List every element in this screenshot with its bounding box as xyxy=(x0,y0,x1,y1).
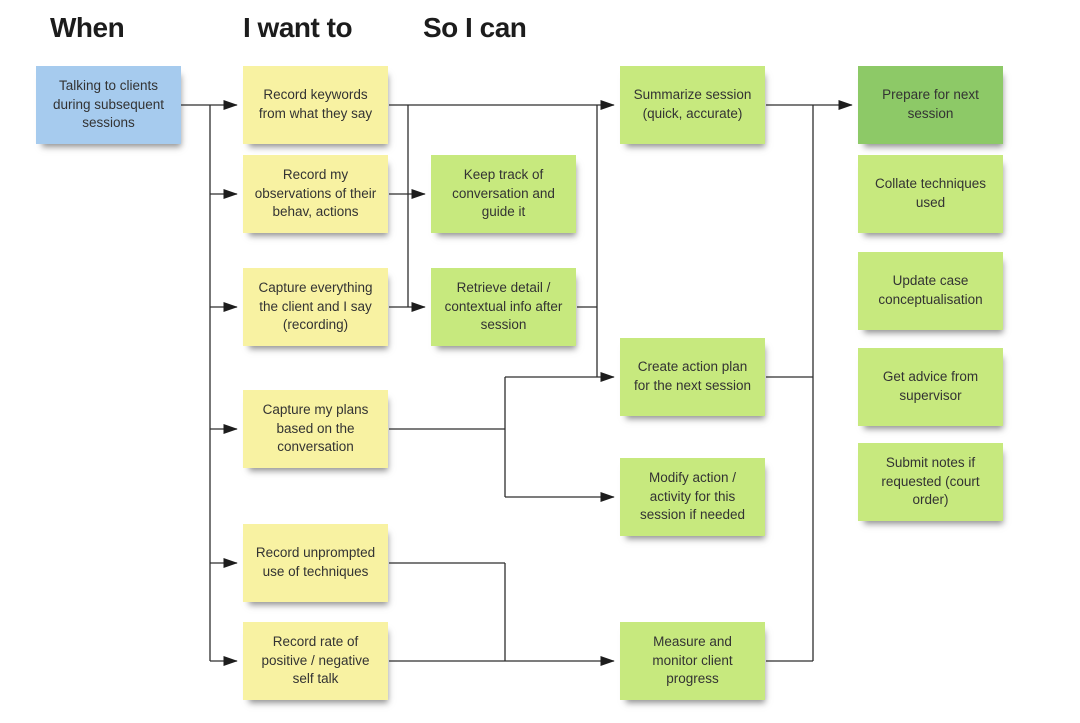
note-record-unprompted: Record unprompted use of techniques xyxy=(243,524,388,602)
column-header-i-want-to: I want to xyxy=(243,12,353,43)
connector-unprompted-down xyxy=(389,562,506,661)
note-talking-clients: Talking to clients during subsequent ses… xyxy=(36,66,181,144)
note-capture-plans: Capture my plans based on the conversati… xyxy=(243,390,388,468)
column-header-so-i-can: So I can xyxy=(423,12,527,43)
note-submit-notes: Submit notes if requested (court order) xyxy=(858,443,1003,521)
note-create-action-plan: Create action plan for the next session xyxy=(620,338,765,416)
note-modify-action: Modify action / activity for this sessio… xyxy=(620,458,765,536)
note-update-case: Update case conceptualisation xyxy=(858,252,1003,330)
note-capture-everything: Capture everything the client and I say … xyxy=(243,268,388,346)
note-record-keywords: Record keywords from what they say xyxy=(243,66,388,144)
note-retrieve-detail: Retrieve detail / contextual info after … xyxy=(431,268,576,346)
note-measure-monitor: Measure and monitor client progress xyxy=(620,622,765,700)
note-summarize-session: Summarize session (quick, accurate) xyxy=(620,66,765,144)
note-prepare-next: Prepare for next session xyxy=(858,66,1003,144)
note-keep-track: Keep track of conversation and guide it xyxy=(431,155,576,233)
note-get-advice: Get advice from supervisor xyxy=(858,348,1003,426)
note-record-observations: Record my observations of their behav, a… xyxy=(243,155,388,233)
note-collate-techniques: Collate techniques used xyxy=(858,155,1003,233)
note-record-rate: Record rate of positive / negative self … xyxy=(243,622,388,700)
connector-trigger-trunk xyxy=(209,105,211,661)
column-header-when: When xyxy=(50,12,125,43)
connector-plans-out xyxy=(389,377,506,497)
